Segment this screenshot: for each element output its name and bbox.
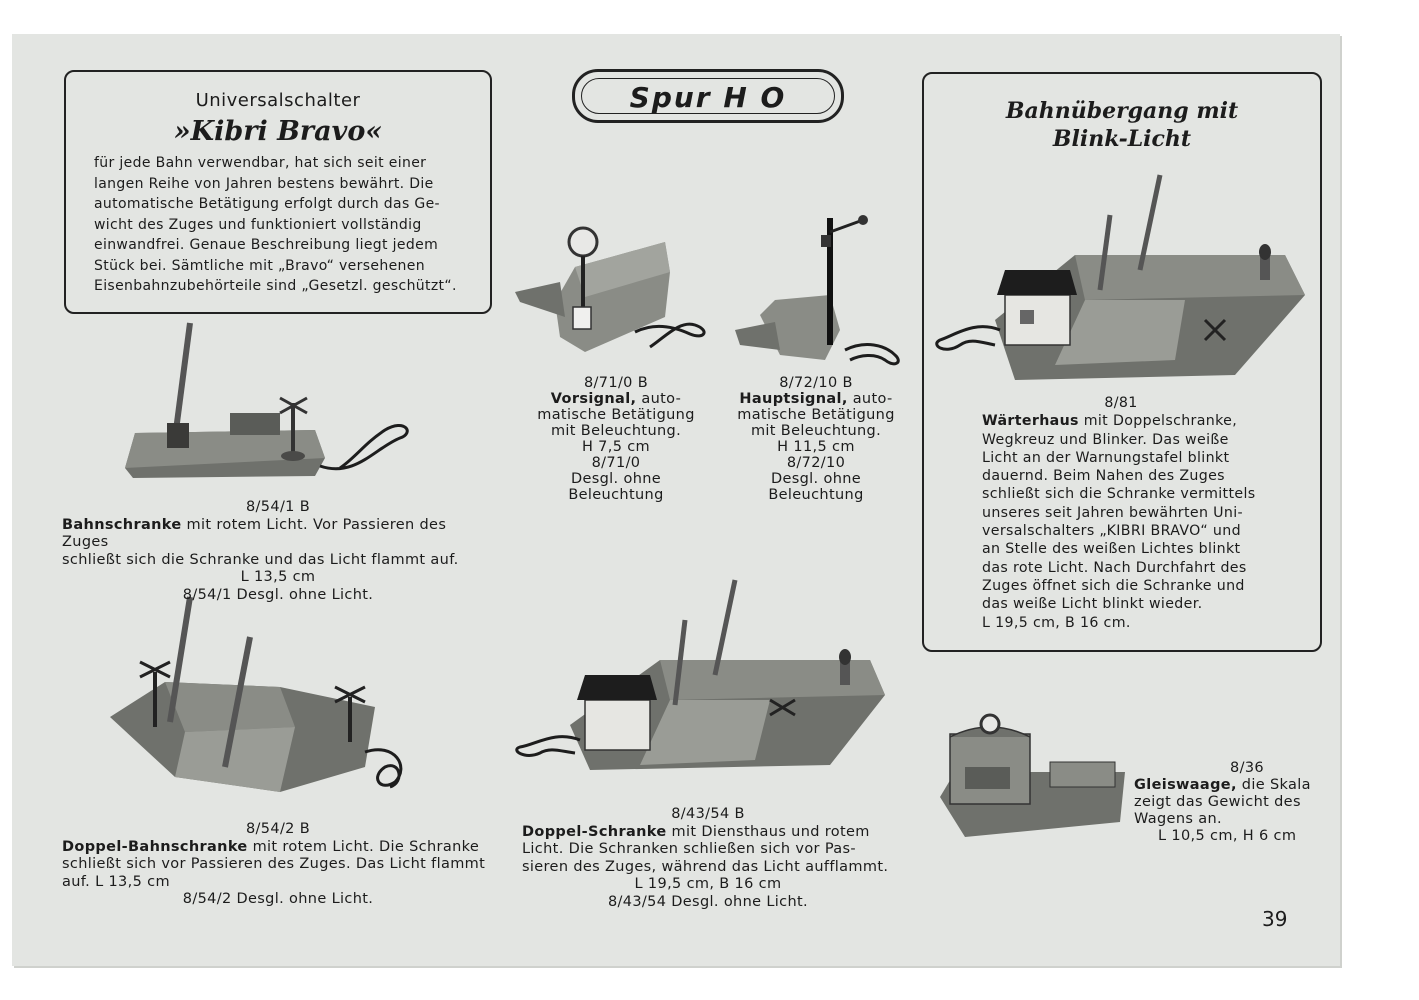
bahnschranke-desc-2: schließt sich die Schranke und das Licht…: [62, 551, 459, 568]
hauptsignal-variant-1: Desgl. ohne: [770, 471, 862, 487]
gleiswaage-desc-3: Wagens an.: [1134, 811, 1222, 827]
vorsignal-desc-1: Vorsignal, auto-: [530, 391, 702, 407]
gleiswaage-photo: [935, 712, 1130, 842]
doppel-schranke-size: L 19,5 cm, B 16 cm: [634, 876, 782, 892]
doppel-bahnschranke-desc-2: schließt sich vor Passieren des Zuges. D…: [62, 856, 486, 872]
vorsignal-variant-1: Desgl. ohne: [570, 471, 662, 487]
doppel-bahnschranke-photo: [105, 592, 415, 802]
bravo-line: langen Reihe von Jahren bestens bewährt.…: [94, 175, 434, 192]
hauptsignal-desc-2: matische Betätigung: [737, 407, 895, 423]
bahnschranke-desc-1: Bahnschranke mit rotem Licht. Vor Passie…: [62, 517, 494, 552]
doppel-schranke-name: Doppel-Schranke: [522, 823, 667, 840]
gleiswaage-desc-1: Gleiswaage, die Skala: [1134, 777, 1324, 794]
bravo-line: für jede Bahn verwendbar, hat sich seit …: [94, 155, 427, 171]
bravo-box: Universalschalter »Kibri Bravo« für jede…: [64, 70, 492, 314]
waerterhaus-line: schließt sich die Schranke vermittels: [982, 486, 1256, 503]
waerterhaus-photo: [935, 170, 1315, 390]
vorsignal-variant-number: 8/71/0: [591, 455, 641, 471]
waerterhaus-caption: 8/81 Wärterhaus mit Doppelschranke, Wegk…: [982, 394, 1260, 632]
gleiswaage-caption: 8/36 Gleiswaage, die Skala zeigt das Gew…: [1134, 760, 1324, 845]
bahnschranke-caption: 8/54/1 B Bahnschranke mit rotem Licht. V…: [62, 499, 494, 604]
doppel-schranke-photo: [510, 575, 890, 795]
bravo-line: wicht des Zuges und funktioniert vollstä…: [94, 216, 422, 233]
waerterhaus-line: Licht an der Warnungstafel blinkt: [982, 449, 1230, 466]
bahnschranke-variant: 8/54/1 Desgl. ohne Licht.: [182, 586, 374, 603]
bravo-kicker: Universalschalter: [195, 90, 361, 111]
hauptsignal-variant-number: 8/72/10: [786, 455, 846, 471]
waerterhaus-line: versalschalters „KIBRI BRAVO“ und: [982, 523, 1241, 540]
waerterhaus-name: Wärterhaus: [982, 413, 1079, 430]
bahnschranke-photo: [115, 318, 415, 488]
header-title: Spur H O: [629, 81, 787, 114]
waerterhaus-line: das rote Licht. Nach Durchfahrt des: [982, 559, 1247, 576]
hauptsignal-desc-1-text: auto-: [847, 391, 893, 407]
hauptsignal-caption: 8/72/10 B Hauptsignal, auto- matische Be…: [728, 375, 904, 503]
hauptsignal-number: 8/72/10 B: [779, 375, 853, 391]
doppel-bahnschranke-desc-3: auf. L 13,5 cm: [62, 873, 170, 890]
bahnuebergang-title-1: Bahnübergang mit: [1005, 98, 1239, 124]
doppel-schranke-desc-1-text: mit Diensthaus und rotem: [666, 823, 870, 840]
doppel-schranke-variant: 8/43/54 Desgl. ohne Licht.: [607, 893, 809, 910]
doppel-schranke-number: 8/43/54 B: [671, 806, 745, 822]
vorsignal-desc-1-text: auto-: [636, 391, 682, 407]
doppel-bahnschranke-desc-1-text: mit rotem Licht. Die Schranke: [247, 838, 480, 855]
bravo-line: Eisenbahnzubehörteile sind „Gesetzl. ges…: [94, 278, 457, 294]
bahnuebergang-title-2: Blink-Licht: [1052, 126, 1192, 152]
waerterhaus-line: an Stelle des weißen Lichtes blinkt: [982, 541, 1241, 558]
bahnschranke-number: 8/54/1 B: [245, 499, 311, 515]
hauptsignal-desc-1: Hauptsignal, auto-: [728, 391, 904, 407]
doppel-schranke-desc-3: sieren des Zuges, während das Licht auff…: [522, 858, 889, 875]
hauptsignal-size: H 11,5 cm: [777, 439, 855, 455]
doppel-schranke-desc-1: Doppel-Schranke mit Diensthaus und rotem: [522, 824, 894, 842]
doppel-bahnschranke-caption: 8/54/2 B Doppel-Bahnschranke mit rotem L…: [62, 821, 494, 909]
hauptsignal-variant-2: Beleuchtung: [768, 487, 864, 503]
bravo-line: Stück bei. Sämtliche mit „Bravo“ versehe…: [94, 257, 425, 274]
bravo-text: für jede Bahn verwendbar, hat sich seit …: [94, 153, 466, 297]
waerterhaus-desc-first: Wärterhaus mit Doppelschranke,: [982, 412, 1260, 430]
doppel-schranke-desc-2: Licht. Die Schranken schließen sich vor …: [522, 841, 856, 857]
hauptsignal-desc-3: mit Beleuchtung.: [750, 423, 882, 439]
bravo-line: einwandfrei. Genaue Beschreibung liegt j…: [94, 237, 439, 253]
vorsignal-number: 8/71/0 B: [583, 375, 649, 391]
bahnuebergang-box: Bahnübergang mit Blink-Licht: [922, 72, 1322, 652]
waerterhaus-line: Zuges öffnet sich die Schranke und: [982, 577, 1245, 594]
vorsignal-size: H 7,5 cm: [581, 439, 651, 455]
bravo-line: automatische Betätigung erfolgt durch da…: [94, 196, 440, 212]
bahnschranke-desc-1-text: mit rotem Licht. Vor Passieren des Zuges: [62, 516, 447, 551]
vorsignal-caption: 8/71/0 B Vorsignal, auto- matische Betät…: [530, 375, 702, 503]
gleiswaage-desc-1-text: die Skala: [1236, 777, 1311, 793]
header-badge: Spur H O: [572, 69, 844, 123]
vorsignal-name: Vorsignal,: [550, 391, 637, 407]
gleiswaage-size: L 10,5 cm, H 6 cm: [1158, 828, 1297, 844]
page-number: 39: [1262, 907, 1288, 931]
gleiswaage-desc-2: zeigt das Gewicht des: [1134, 794, 1301, 810]
bahnschranke-name: Bahnschranke: [62, 516, 182, 533]
waerterhaus-size: L 19,5 cm, B 16 cm.: [982, 614, 1131, 631]
waerterhaus-line: unseres seit Jahren bewährten Uni-: [982, 504, 1243, 521]
gleiswaage-name: Gleiswaage,: [1134, 777, 1237, 793]
doppel-bahnschranke-name: Doppel-Bahnschranke: [62, 838, 248, 855]
waerterhaus-number: 8/81: [1104, 395, 1138, 411]
gleiswaage-number: 8/36: [1230, 760, 1264, 776]
bahnschranke-size: L 13,5 cm: [240, 569, 316, 585]
vorsignal-desc-2: matische Betätigung: [537, 407, 695, 423]
vorsignal-desc-3: mit Beleuchtung.: [550, 423, 682, 439]
waerterhaus-line: Wegkreuz und Blinker. Das weiße: [982, 431, 1229, 448]
bravo-title: »Kibri Bravo«: [173, 116, 383, 147]
hauptsignal-name: Hauptsignal,: [739, 391, 848, 407]
vorsignal-photo: [515, 222, 725, 362]
doppel-schranke-caption: 8/43/54 B Doppel-Schranke mit Diensthaus…: [522, 806, 894, 911]
doppel-bahnschranke-desc-1: Doppel-Bahnschranke mit rotem Licht. Die…: [62, 839, 494, 857]
waerterhaus-desc-first-text: mit Doppelschranke,: [1078, 413, 1238, 430]
vorsignal-variant-2: Beleuchtung: [568, 487, 664, 503]
doppel-bahnschranke-number: 8/54/2 B: [245, 821, 311, 837]
waerterhaus-line: das weiße Licht blinkt wieder.: [982, 596, 1203, 613]
doppel-bahnschranke-variant: 8/54/2 Desgl. ohne Licht.: [182, 891, 374, 907]
waerterhaus-line: dauernd. Beim Nahen des Zuges: [982, 468, 1225, 485]
hauptsignal-photo: [735, 210, 905, 370]
